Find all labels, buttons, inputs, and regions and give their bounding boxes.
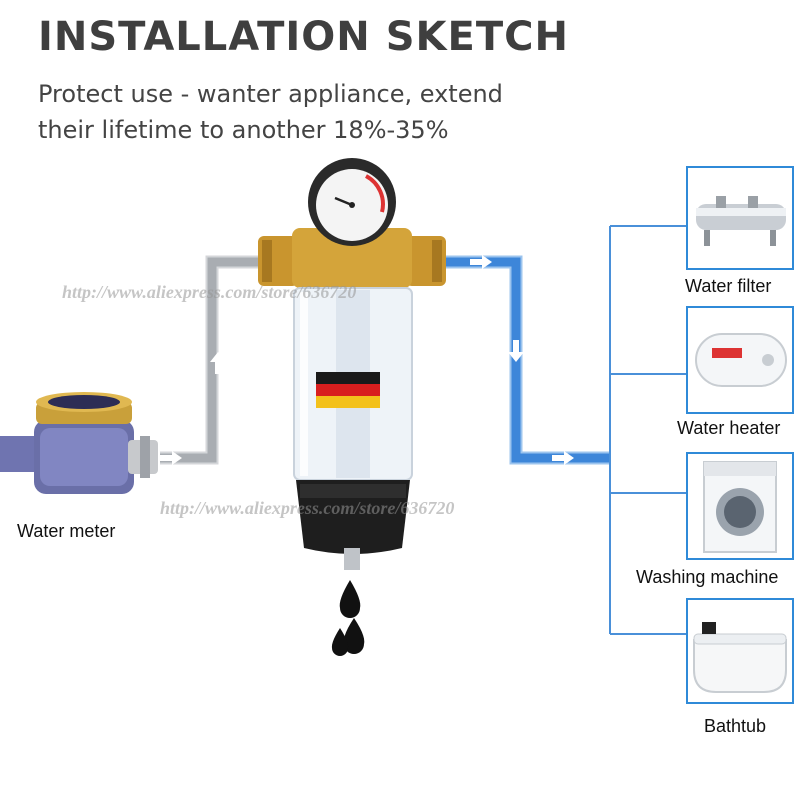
outlet-pipe — [440, 255, 610, 465]
water-drop-icon — [331, 580, 365, 656]
prefilter-illustration — [258, 158, 446, 656]
label-water-filter: Water filter — [685, 276, 772, 296]
bathtub-illustration — [693, 622, 787, 693]
washing-machine-box — [686, 452, 794, 560]
germany-flag-icon — [316, 372, 380, 408]
water-meter-illustration — [0, 392, 158, 494]
bathtub-box — [686, 598, 794, 704]
watermark-bottom: http://www.aliexpress.com/store/636720 — [160, 498, 455, 518]
label-bathtub: Bathtub — [704, 716, 767, 736]
water-heater-box — [686, 306, 794, 414]
water-heater-illustration — [695, 333, 787, 387]
water-filter-box — [686, 166, 794, 270]
arrow-up-icon — [210, 352, 226, 374]
page-title: INSTALLATION SKETCH — [38, 14, 569, 60]
arrow-down-icon — [508, 340, 524, 362]
label-water-heater: Water heater — [677, 418, 781, 438]
subtitle-line-2: their lifetime to another 18%-35% — [38, 116, 449, 144]
watermark-top: http://www.aliexpress.com/store/636720 — [62, 282, 357, 302]
water-filter-illustration — [696, 196, 786, 246]
label-washing-machine: Washing machine — [636, 567, 779, 587]
arrow-right-icon — [160, 451, 182, 465]
subtitle-line-1: Protect use - wanter appliance, extend — [38, 80, 503, 108]
arrow-right-icon — [470, 255, 492, 269]
label-water-meter: Water meter — [17, 521, 116, 541]
washing-machine-illustration — [703, 461, 777, 553]
branch-lines — [609, 225, 686, 635]
arrow-right-icon — [552, 451, 574, 465]
